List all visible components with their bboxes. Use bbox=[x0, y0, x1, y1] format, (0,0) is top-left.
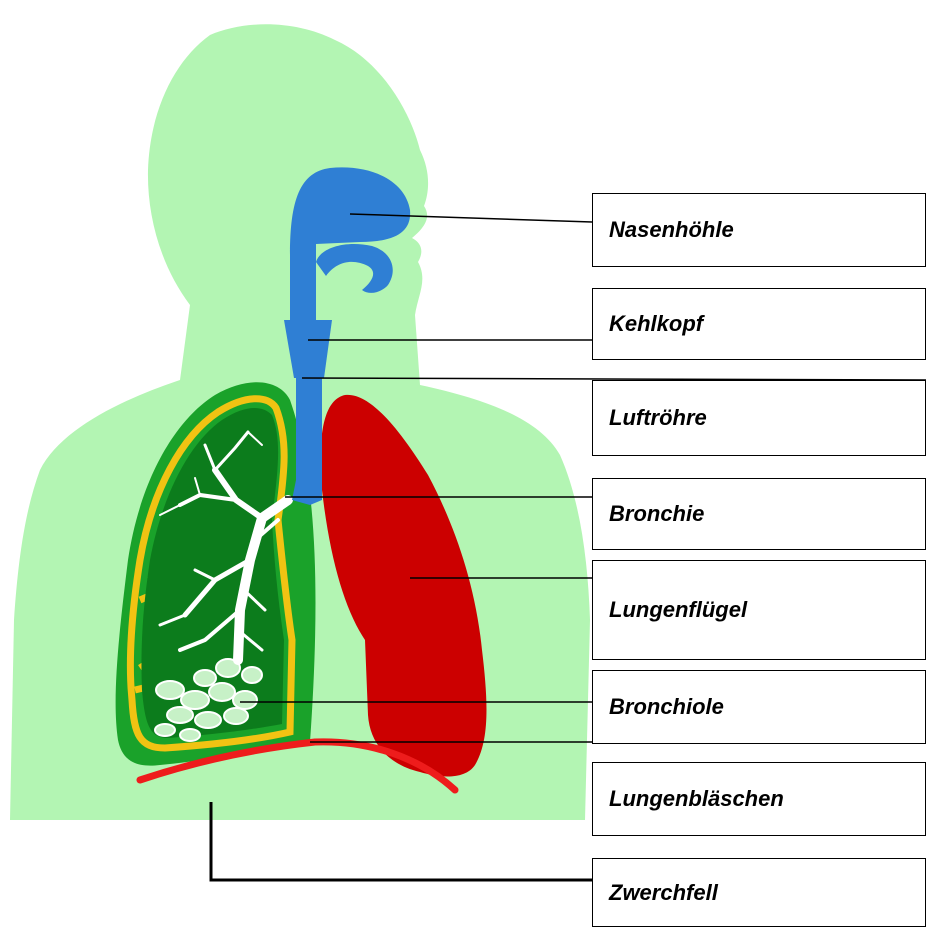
label-box-luftroehre: Luftröhre bbox=[592, 380, 926, 456]
bronchus bbox=[292, 480, 322, 505]
label-bronchie: Bronchie bbox=[609, 501, 704, 527]
label-box-zwerchfell: Zwerchfell bbox=[592, 858, 926, 927]
label-box-nasenhoehle: Nasenhöhle bbox=[592, 193, 926, 267]
label-luftroehre: Luftröhre bbox=[609, 405, 707, 431]
label-nasenhoehle: Nasenhöhle bbox=[609, 217, 734, 243]
label-box-lungenblaeschen: Lungenbläschen bbox=[592, 762, 926, 836]
label-zwerchfell: Zwerchfell bbox=[609, 880, 718, 906]
label-box-kehlkopf: Kehlkopf bbox=[592, 288, 926, 360]
label-box-bronchie: Bronchie bbox=[592, 478, 926, 550]
label-box-bronchiole: Bronchiole bbox=[592, 670, 926, 744]
trachea bbox=[296, 372, 322, 488]
label-lungenfluegel: Lungenflügel bbox=[609, 597, 747, 623]
label-bronchiole: Bronchiole bbox=[609, 694, 724, 720]
label-lungenblaeschen: Lungenbläschen bbox=[609, 786, 784, 812]
label-box-lungenfluegel: Lungenflügel bbox=[592, 560, 926, 660]
label-kehlkopf: Kehlkopf bbox=[609, 311, 703, 337]
